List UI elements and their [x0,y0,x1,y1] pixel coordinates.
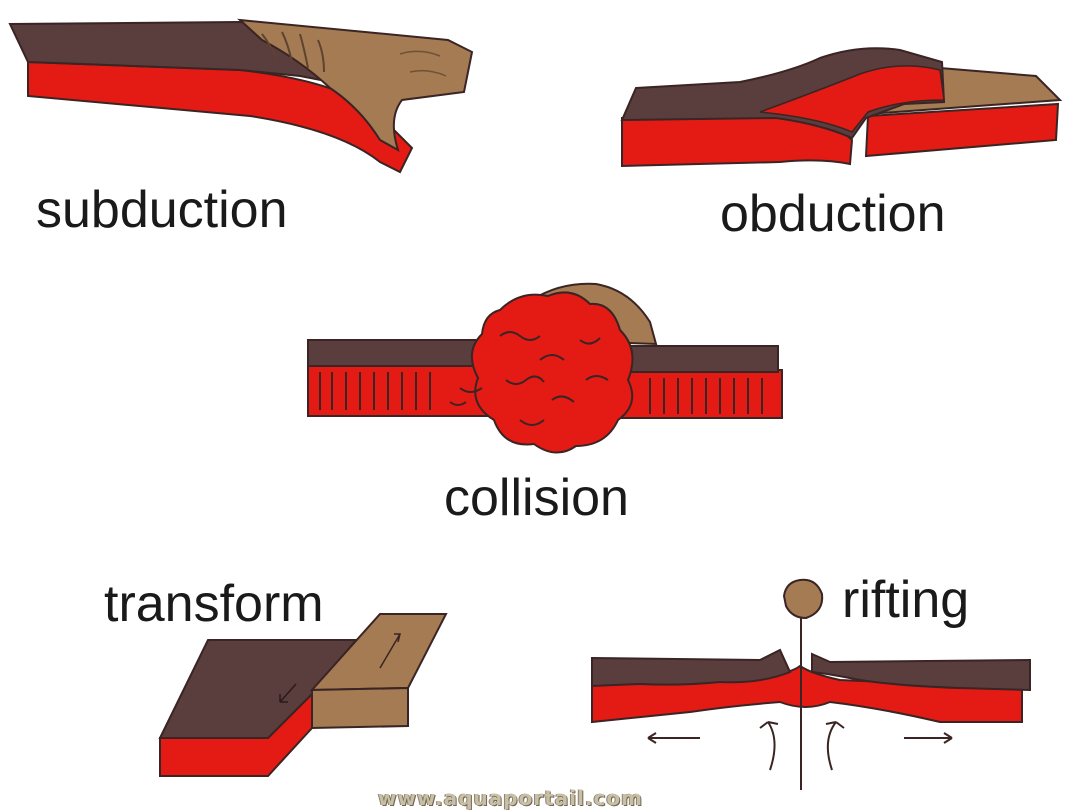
collision-red-right [609,369,783,419]
obduction-illustration [620,47,1063,168]
obduction-red-right [864,102,1060,158]
label-transform: transform [104,575,324,633]
label-rifting: rifting [842,571,970,629]
collision-oceanic-left [307,339,499,367]
rifting-oceanic-plate-right [811,652,1031,692]
rifting-illustration [591,578,1031,790]
label-collision: collision [444,469,629,527]
collision-oceanic-right [607,345,779,373]
collision-illustration [307,282,783,454]
transform-illustration [158,613,448,777]
subduction-continental-plate [237,18,474,153]
subduction-red-slab [27,60,414,174]
rifting-oceanic-plate-left [591,648,792,688]
label-obduction: obduction [720,185,946,243]
rifting-volcano-plume [782,578,824,620]
collision-crumpled-zone [471,291,634,454]
label-subduction: subduction [36,181,288,239]
subduction-illustration [8,18,474,174]
watermark: www.aquaportail.com [378,786,644,810]
